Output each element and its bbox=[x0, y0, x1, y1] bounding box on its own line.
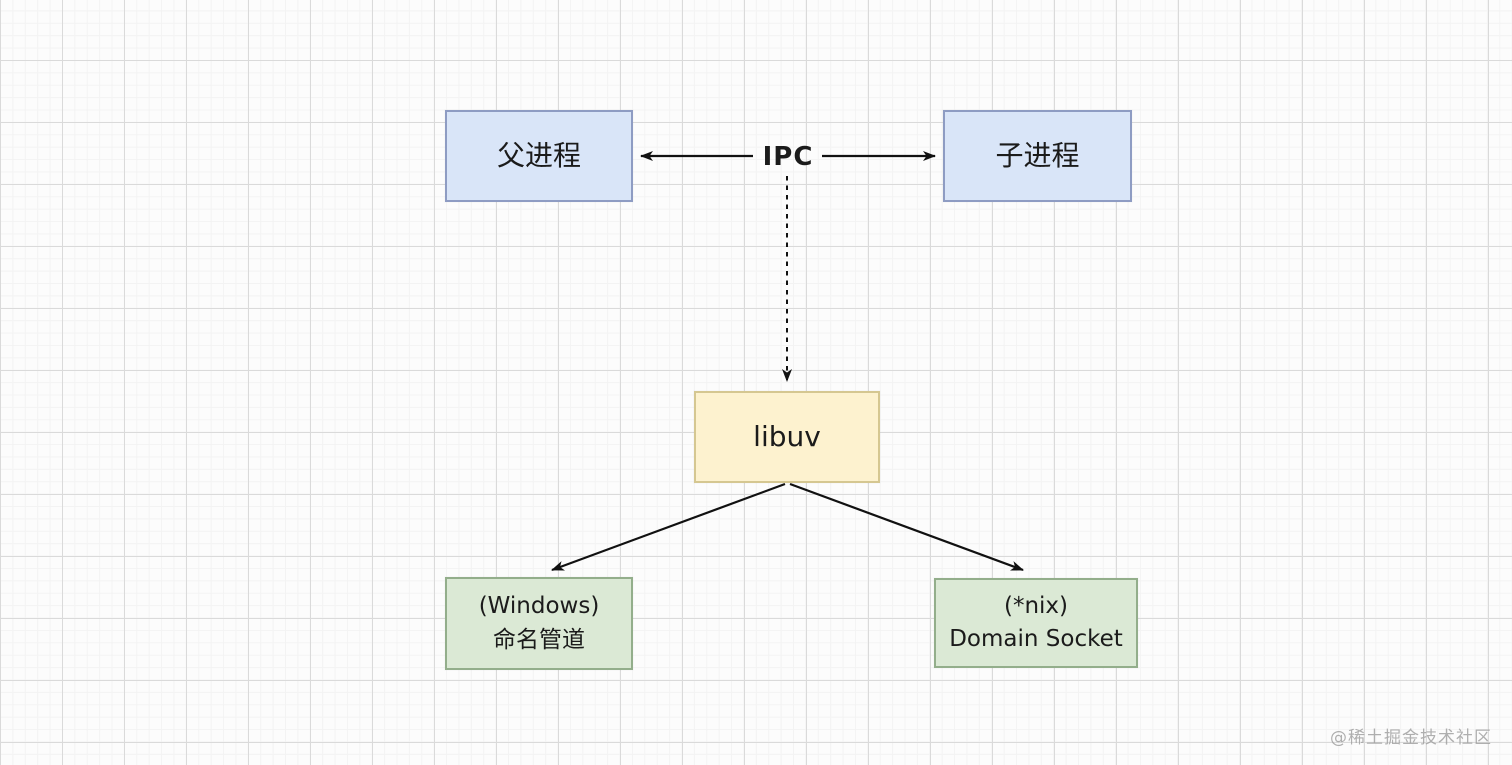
node-nix-label-line1: (*nix) bbox=[1003, 592, 1069, 619]
edge-label-ipc: IPC bbox=[762, 142, 814, 172]
edge-libuv-to-nix bbox=[789, 482, 1024, 572]
node-windows-label-line1: (Windows) bbox=[478, 593, 600, 620]
watermark: @稀土掘金技术社区 bbox=[1330, 728, 1492, 748]
node-nix-domain-socket: (*nix) Domain Socket bbox=[934, 578, 1138, 668]
edge-libuv-to-windows bbox=[551, 482, 786, 572]
node-windows-label-line2: 命名管道 bbox=[493, 626, 585, 653]
node-libuv-label: libuv bbox=[753, 419, 821, 453]
node-libuv: libuv bbox=[694, 391, 880, 483]
node-child-process: 子进程 bbox=[943, 110, 1132, 202]
node-nix-label-line2: Domain Socket bbox=[949, 626, 1123, 652]
node-parent-process: 父进程 bbox=[445, 110, 633, 202]
node-parent-process-label: 父进程 bbox=[496, 138, 581, 172]
node-child-process-label: 子进程 bbox=[995, 138, 1080, 172]
node-windows-named-pipe: (Windows) 命名管道 bbox=[445, 577, 633, 670]
